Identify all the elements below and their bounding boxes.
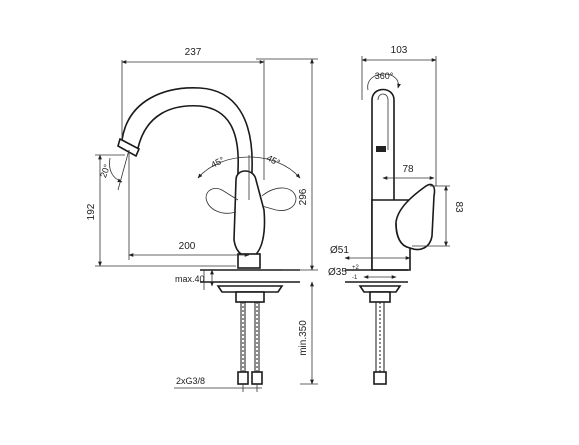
supply-hoses (237, 302, 263, 385)
dim-connection: 2xG3/8 (176, 376, 205, 386)
spout-outline-outer (121, 87, 253, 196)
dim-lever-depth: 78 (402, 164, 414, 175)
dim-worktop-max: max.40 (175, 274, 205, 284)
lever-position-right (261, 187, 297, 211)
mounting-plate (216, 285, 284, 293)
side-aerator (376, 146, 386, 152)
dim-side-depth: 103 (391, 45, 408, 56)
faucet-neck (237, 253, 261, 269)
dim-spout-height: 192 (86, 203, 97, 220)
side-view: 103 360° 78 83 Ø51 Ø35 +2 -1 (328, 45, 464, 385)
dim-lever-right: 45° (265, 153, 282, 168)
dim-spout-tilt: 20° (98, 162, 112, 179)
dim-base-diameter: Ø51 (330, 245, 349, 256)
side-supply-hose (373, 302, 387, 385)
dim-hole-diameter: Ø35 (328, 267, 347, 278)
dim-swivel: 360° (375, 71, 394, 81)
dim-overall-width: 237 (185, 47, 202, 58)
front-view: 237 200 192 20° 45° 45° 296 max.40 min.3… (86, 47, 318, 392)
side-spout-inner (377, 93, 389, 150)
dim-total-height: 296 (298, 188, 309, 205)
side-lever (395, 183, 436, 251)
lever-position-left (205, 188, 239, 214)
spout-tip (117, 137, 141, 158)
dim-spout-reach: 200 (179, 241, 196, 252)
dim-hose-length: min.350 (298, 320, 309, 356)
dim-hole-tol-minus: -1 (352, 275, 358, 281)
dim-lever-left: 45° (209, 155, 226, 170)
side-spout-outline (371, 88, 395, 270)
spout-outline-inner (137, 104, 239, 196)
dim-hole-tol-plus: +2 (352, 265, 360, 271)
dim-lever-height: 83 (453, 201, 464, 213)
mounting-nut (235, 291, 265, 303)
